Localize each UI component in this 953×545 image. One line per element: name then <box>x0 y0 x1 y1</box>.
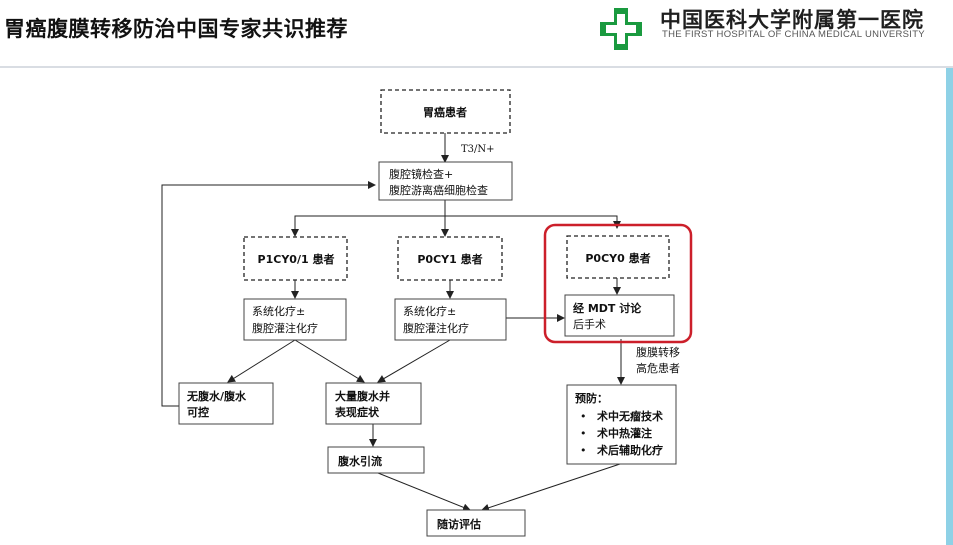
slide-header: 胃癌腹膜转移防治中国专家共识推荐 中国医科大学附属第一医院 THE FIRST … <box>0 0 953 66</box>
chemo-mid-label-1: 系统化疗± <box>403 304 456 318</box>
no-ascites-box <box>178 382 274 425</box>
prevention-title: 预防： <box>575 391 608 405</box>
start-label: 胃癌患者 <box>423 105 467 119</box>
mdt-box <box>564 294 675 337</box>
mdt-label-1: 经 MDT 讨论 <box>573 301 642 315</box>
hospital-name-en: THE FIRST HOSPITAL OF CHINA MEDICAL UNIV… <box>662 29 925 40</box>
prevention-item-3: 术后辅助化疗 <box>596 443 663 457</box>
highlight-frame <box>543 223 693 344</box>
boxes <box>178 89 693 537</box>
start-box <box>380 89 511 134</box>
prevention-bullet-3: • <box>580 444 587 457</box>
exam-label-2: 腹腔游离癌细胞检查 <box>389 183 488 197</box>
right-edge-strip <box>946 68 953 545</box>
chemo-left-box <box>243 298 347 341</box>
labels: 胃癌患者 T3/N+ 腹腔镜检查+ 腹腔游离癌细胞检查 P1CY0/1 患者 P… <box>186 105 680 531</box>
no-ascites-label-2: 可控 <box>187 405 209 419</box>
branch-line <box>291 200 446 237</box>
hospital-name-cn: 中国医科大学附属第一医院 <box>660 7 924 32</box>
prevention-item-2: 术中热灌注 <box>596 426 652 440</box>
p1-box <box>243 236 348 281</box>
p0cy0-box <box>566 235 670 279</box>
chemo-left-label-2: 腹腔灌注化疗 <box>252 321 318 335</box>
p0cy0-label: P0CY0 患者 <box>585 251 650 265</box>
connectors <box>161 133 625 512</box>
followup-label: 随访评估 <box>437 517 481 531</box>
followup-box <box>426 509 526 537</box>
prevention-box <box>566 384 677 465</box>
arrow-chemo-left-to-no-ascites <box>227 339 296 383</box>
chemo-mid-box <box>394 298 507 341</box>
prevention-bullet-2: • <box>580 427 587 440</box>
drain-label: 腹水引流 <box>338 454 382 468</box>
prevention-item-1: 术中无瘤技术 <box>596 409 663 423</box>
big-ascites-label-2: 表现症状 <box>334 405 380 419</box>
p0cy1-box <box>397 236 503 281</box>
p0cy1-label: P0CY1 患者 <box>417 252 482 266</box>
prevention-bullet-1: • <box>580 410 587 423</box>
hospital-cross-logo-icon <box>598 6 644 52</box>
p1-label: P1CY0/1 患者 <box>258 252 335 266</box>
no-ascites-label-1: 无腹水/腹水 <box>186 389 247 403</box>
loop-back-line <box>161 181 376 407</box>
arrow-chemo-left-to-big-ascites <box>294 339 365 383</box>
header-divider <box>0 66 953 68</box>
exam-box <box>378 161 513 201</box>
arrow-prevention-to-followup <box>481 463 621 512</box>
chemo-left-label-1: 系统化疗± <box>252 304 305 318</box>
big-ascites-label-1: 大量腹水并 <box>335 389 390 403</box>
arrow-chemo-mid-to-big-ascites <box>377 339 451 383</box>
mdt-label-2: 后手术 <box>573 317 606 331</box>
edge-t3-label: T3/N+ <box>461 144 495 155</box>
drain-box <box>327 446 425 474</box>
high-risk-label-2: 高危患者 <box>636 361 680 375</box>
chemo-mid-label-2: 腹腔灌注化疗 <box>403 321 469 335</box>
high-risk-label-1: 腹膜转移 <box>636 345 680 359</box>
arrow-drain-to-followup <box>377 472 471 512</box>
big-ascites-box <box>325 382 422 425</box>
exam-label-1: 腹腔镜检查+ <box>389 167 453 181</box>
slide-title: 胃癌腹膜转移防治中国专家共识推荐 <box>4 17 348 41</box>
